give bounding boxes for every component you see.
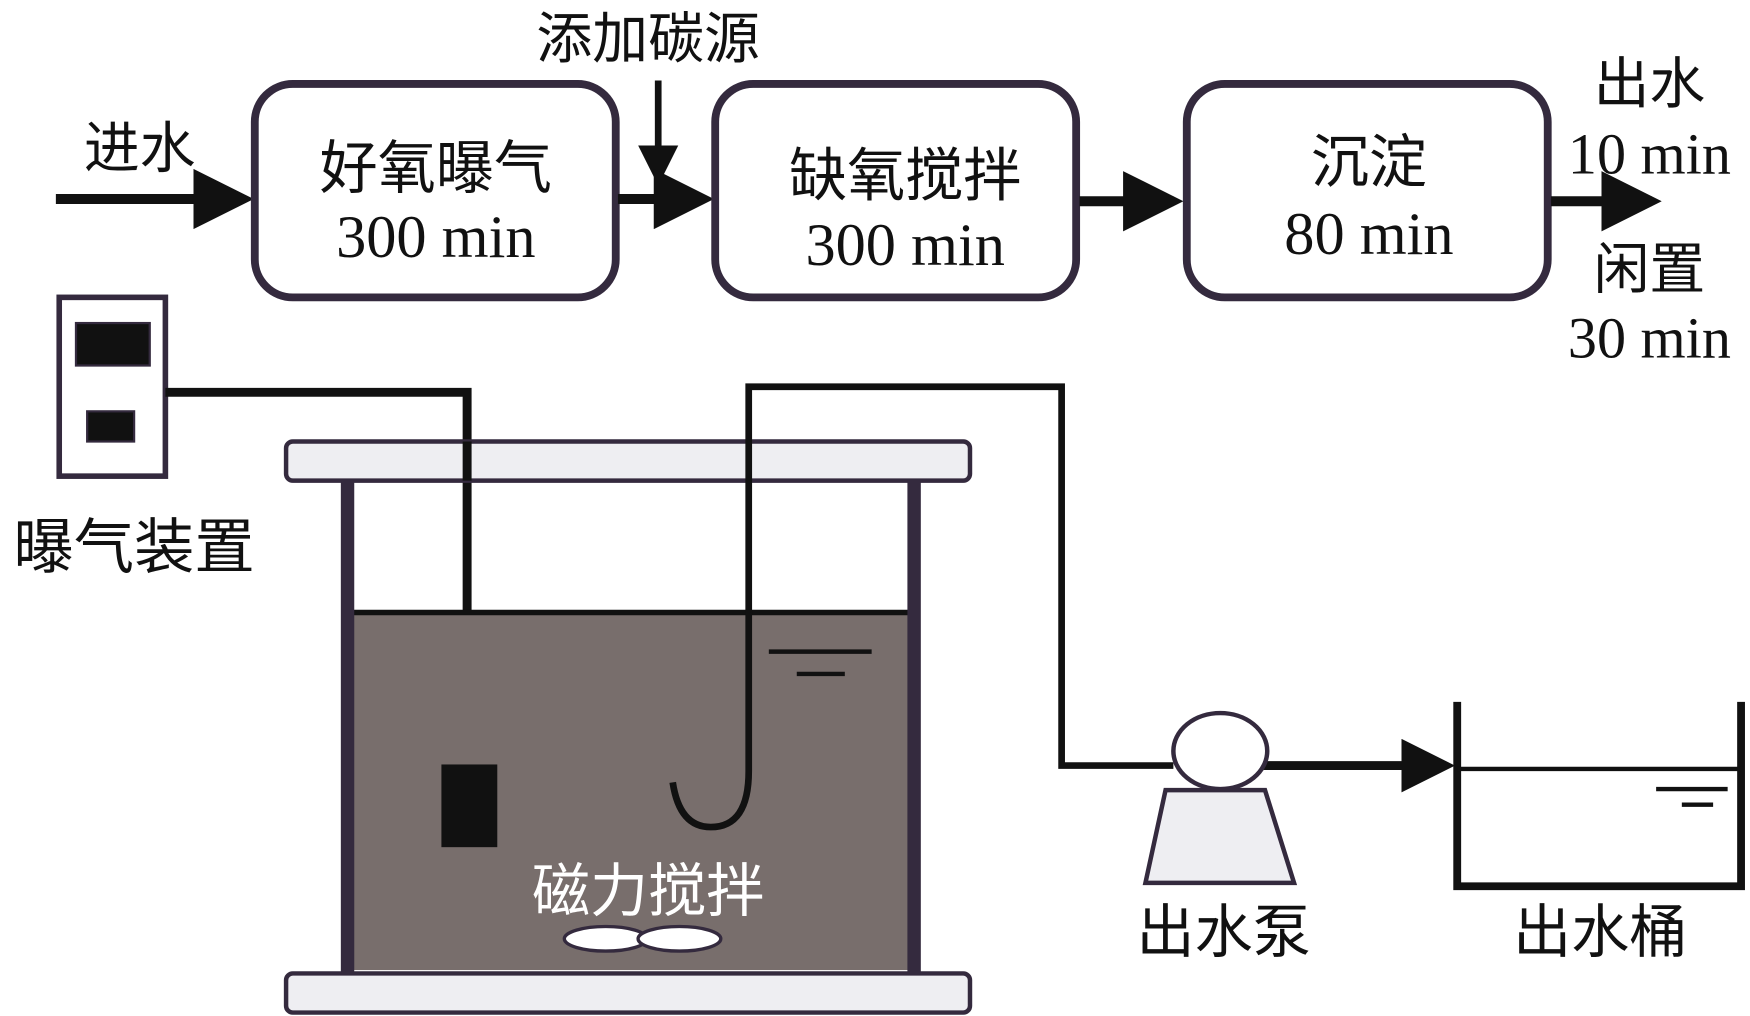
step-name-settling: 沉淀 (1311, 128, 1427, 196)
bucket-label: 出水桶 (1513, 898, 1687, 966)
step-duration-anoxic: 300 min (805, 212, 1004, 279)
carbon-source-label: 添加碳源 (536, 7, 759, 72)
aeration-display-icon (74, 321, 151, 367)
stir-bar-right-icon (636, 924, 723, 953)
aeration-stone (441, 764, 498, 848)
reactor-base (283, 971, 973, 1015)
step-duration-settling: 80 min (1284, 201, 1453, 268)
outlet-label: 出水 (1594, 52, 1706, 117)
pump-base (1142, 787, 1298, 886)
step-box-aerobic (250, 79, 620, 302)
aeration-button-icon (86, 410, 136, 443)
pump-label: 出水泵 (1137, 898, 1311, 966)
reactor-left-wall (340, 475, 355, 976)
step-name-aerobic: 好氧曝气 (320, 134, 552, 202)
pump-head-icon (1171, 710, 1270, 792)
step-name-anoxic: 缺氧搅拌 (789, 142, 1021, 210)
magnetic-stirrer-label: 磁力搅拌 (532, 857, 764, 925)
effluent-bucket (1453, 701, 1745, 891)
stir-bar-left-icon (562, 924, 649, 953)
outlet-duration: 10 min (1568, 121, 1731, 186)
idle-label: 闲置 (1594, 237, 1706, 302)
reactor-top-lid (283, 439, 973, 483)
reactor-right-wall (907, 475, 921, 976)
step-duration-aerobic: 300 min (336, 204, 535, 271)
step-box-anoxic (711, 79, 1081, 302)
inlet-label: 进水 (84, 117, 196, 182)
aeration-device-label: 曝气装置 (13, 513, 254, 583)
outlet-siphon-pipe (669, 383, 1174, 831)
idle-duration: 30 min (1568, 306, 1731, 371)
step-box-settling (1182, 79, 1552, 302)
